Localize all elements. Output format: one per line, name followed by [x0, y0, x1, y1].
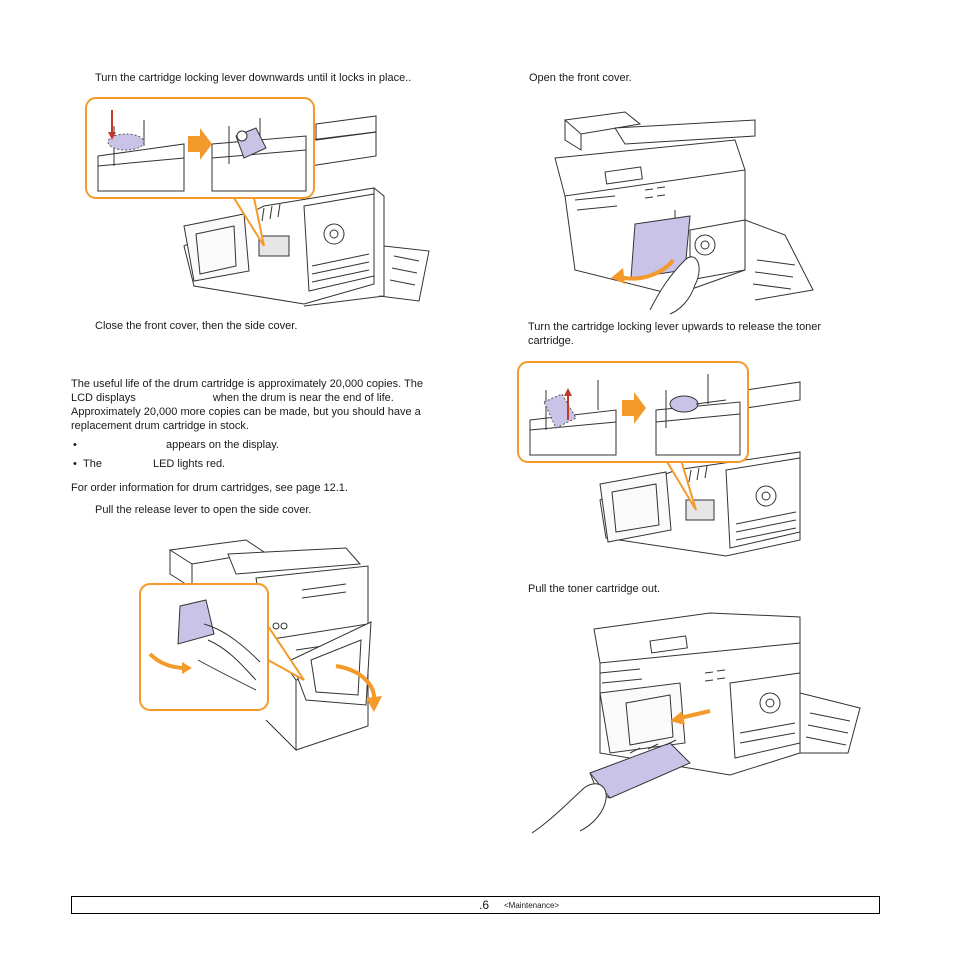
drum-life-text-b: when the drum is near the end of life.	[212, 392, 394, 404]
step-open-front-cover-text: Open the front cover.	[529, 72, 632, 84]
page-footer: .6 <Maintenance>	[71, 896, 880, 914]
bullet-display-text: appears on the display.	[166, 439, 279, 451]
bullet-led-text-b: LED lights red.	[152, 458, 226, 470]
order-info-text: For order information for drum cartridge…	[71, 482, 348, 494]
step-pull-toner-text: Pull the toner cartridge out.	[528, 583, 661, 595]
bullet-led-text-a: The	[83, 458, 102, 470]
footer-section-label: <Maintenance>	[504, 901, 560, 910]
figure-lock-lever-up	[517, 361, 801, 557]
figure-lock-lever-down	[85, 97, 430, 307]
bullet-led-text: The LED lights red.	[83, 457, 225, 471]
figure-pull-toner-out	[531, 612, 861, 834]
bullet-mark-2: •	[73, 458, 77, 470]
drum-life-paragraph-line1: The useful life of the drum cartridge is…	[71, 378, 423, 390]
figure-open-front-cover	[554, 111, 814, 315]
bullet-mark-1: •	[73, 439, 77, 451]
drum-life-paragraph-line3: Approximately 20,000 more copies can be …	[71, 406, 421, 418]
step-unlock-lever-line1: Turn the cartridge locking lever upwards…	[528, 321, 822, 333]
step-unlock-lever-line2: cartridge.	[528, 335, 574, 347]
drum-life-text-a: LCD displays	[71, 392, 136, 404]
figure-pull-release-lever	[139, 539, 382, 752]
page-number: .6	[479, 898, 490, 912]
step-close-covers-text: Close the front cover, then the side cov…	[95, 320, 298, 332]
step-pull-release-lever-text: Pull the release lever to open the side …	[95, 504, 312, 516]
drum-life-paragraph-line2: LCD displays when the drum is near the en…	[71, 391, 394, 405]
drum-life-paragraph-line4: replacement drum cartridge in stock.	[71, 420, 249, 432]
step-lock-lever-text: Turn the cartridge locking lever downwar…	[95, 72, 412, 84]
